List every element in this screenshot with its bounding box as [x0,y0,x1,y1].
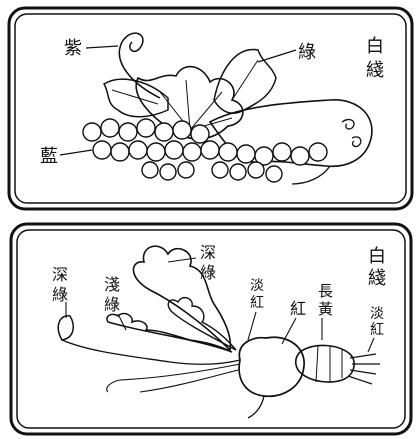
label-stem-tone-2: 紅 [250,295,264,311]
grape-cluster [83,119,327,182]
label-top-leaf-1: 深 [200,243,216,262]
label-radish-2: 黃 [318,300,333,318]
gourd-curl-1 [342,120,354,129]
label-border-char-1: 白 [366,36,384,57]
label-root-tone-1: 淡 [370,306,384,322]
leader-mid-leaf [118,314,126,330]
vegetable-panel: 深 綠 深 綠 淺 綠 淡 紅 紅 長 黃 淡 紅 白 綫 [11,224,411,434]
radish-leaf-curly [107,314,232,352]
label-mid-leaf-2: 綠 [104,295,120,314]
leader-stem-tone [248,312,256,340]
label-tendril: 紫 [64,38,82,59]
gourd-curl-2 [352,137,361,147]
label-turnip-red: 紅 [290,299,306,318]
label-top-leaf-2: 綠 [200,263,216,282]
leader-root-tone [368,338,374,352]
label-mid-leaf-1: 淺 [104,275,120,294]
label-border-char-2: 綫 [366,60,384,81]
leader-leaves [258,50,296,62]
label-root-tone-2: 紅 [370,322,384,338]
label-border2-char-1: 白 [368,246,386,267]
turnip [239,337,304,396]
grape-panel: 紫 綠 藍 白 綫 [9,8,412,209]
label-radish-1: 長 [318,282,333,300]
leader-grapes [60,150,92,155]
label-left-leaf-2: 綠 [52,285,68,304]
label-left-leaf-1: 深 [52,265,68,284]
small-leaf-left [58,316,73,340]
label-stem-tone-1: 淡 [250,278,264,294]
gourd-tail [292,166,330,184]
leaf-veins [112,60,258,130]
label-leaves: 綠 [298,42,316,63]
turnip-root [248,396,264,418]
long-radish-rings [316,346,342,382]
label-grapes: 藍 [40,146,58,167]
leader-tendril [86,46,118,48]
label-border2-char-2: 綫 [368,268,386,289]
thin-roots [107,364,240,392]
small-leaf-stem [62,340,240,364]
